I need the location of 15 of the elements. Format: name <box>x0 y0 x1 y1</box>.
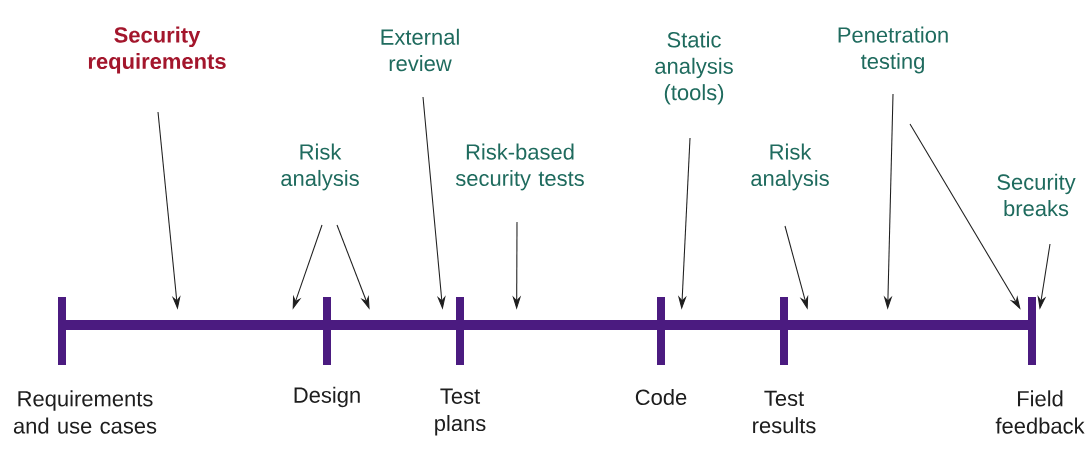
phase-label: Requirements and use cases <box>13 390 157 434</box>
activity-label: Security breaks <box>997 173 1076 217</box>
activity-label: Risk analysis <box>281 143 359 191</box>
phase-label: Design <box>294 386 360 408</box>
activity-label: External review <box>381 28 459 72</box>
activity-label: Static analysis (tools) <box>655 31 733 105</box>
phase-label: Test plans <box>435 388 486 436</box>
activity-label: Security requirements <box>88 26 226 74</box>
phase-label: Field feedback <box>995 390 1085 434</box>
activity-label: Risk-based security tests <box>455 143 584 191</box>
phase-label: Code <box>635 388 687 406</box>
activity-label: Risk analysis <box>751 143 829 191</box>
phase-label: Test results <box>753 390 816 434</box>
activity-label: Penetration testing <box>838 26 948 74</box>
timeline-drawing <box>58 297 1036 365</box>
